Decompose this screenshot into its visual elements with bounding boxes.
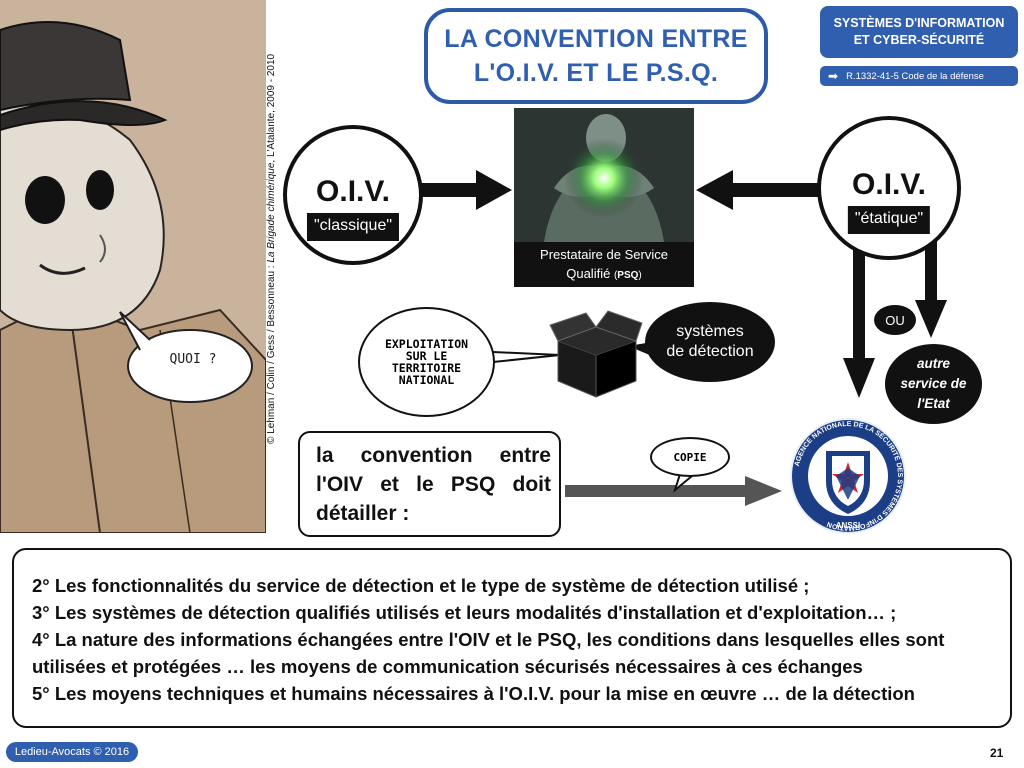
oiv-classique-node: O.I.V. "classique" (283, 125, 423, 265)
page-number: 21 (990, 746, 1004, 760)
systemes-line-1: systèmes (676, 323, 744, 340)
anssi-logo: AGENCE NATIONALE DE LA SÉCURITÉ DES SYST… (778, 416, 918, 536)
psq-illustration (514, 108, 694, 242)
title-line-2: L'O.I.V. ET LE P.S.Q. (473, 59, 719, 87)
slide-title: LA CONVENTION ENTRE L'O.I.V. ET LE P.S.Q… (424, 8, 768, 104)
exploitation-line-2: SUR LE (405, 349, 448, 363)
psq-caption: Prestataire de Service Qualifié (PSQ) (514, 242, 694, 287)
arrow-head-oiv-etatique (696, 170, 733, 210)
psq-abbreviation: PSQ (617, 270, 639, 281)
arrow-copie-to-anssi (565, 485, 748, 497)
arrow-oiv-etatique-to-psq (730, 183, 818, 197)
psq-paren-open: ( (613, 270, 618, 281)
arrow-right-icon: ➡ (828, 69, 839, 83)
copie-bubble-tail (673, 473, 693, 493)
arrow-oiv-to-anssi (853, 248, 865, 360)
psq-figure-drawing (514, 108, 694, 242)
convention-line-1: la convention entre (316, 444, 551, 467)
arrow-head-to-autre-service (915, 300, 947, 338)
arrow-head-copie (745, 476, 782, 506)
psq-qualifie-text: Qualifié (566, 266, 611, 281)
arrow-head-to-anssi (843, 358, 875, 398)
legal-reference-badge: ➡ R.1332-41-5 Code de la défense (820, 66, 1018, 86)
systemes-line-2: de détection (666, 343, 754, 360)
psq-paren-close: ) (638, 270, 642, 281)
arrow-oiv-to-autre-service (925, 240, 937, 302)
oiv-etatique-node: O.I.V. "étatique" (817, 116, 961, 260)
topic-badge: SYSTÈMES D'INFORMATION ET CYBER-SÉCURITÉ (820, 6, 1018, 58)
autre-line-2: service de (900, 376, 967, 391)
title-line-1: LA CONVENTION ENTRE (444, 25, 748, 53)
convention-line-2: l'OIV et le PSQ doit (316, 473, 551, 496)
comic-character-drawing (0, 0, 266, 533)
convention-box: la convention entre l'OIV et le PSQ doit… (298, 431, 561, 537)
exploitation-line-4: NATIONAL (398, 373, 455, 387)
details-list-box: 2° Les fonctionnalités du service de dét… (12, 548, 1012, 728)
ou-label: OU (874, 305, 916, 335)
detail-item-2: 2° Les fonctionnalités du service de dét… (32, 575, 810, 596)
oiv-etatique-label: O.I.V. (852, 168, 926, 201)
detail-item-4b: utilisées et protégées … les moyens de c… (32, 656, 863, 677)
autre-line-1: autre (916, 356, 950, 371)
detail-item-4a: 4° La nature des informations échangées … (32, 629, 945, 650)
convention-line-3: détailler : (316, 502, 410, 525)
autre-line-3: l'Etat (917, 396, 950, 411)
detail-item-3: 3° Les systèmes de détection qualifiés u… (32, 602, 897, 623)
detail-item-5: 5° Les moyens techniques et humains néce… (32, 683, 915, 704)
arrow-head-oiv-classique (476, 170, 512, 210)
systemes-detection-bubble: systèmes de détection (645, 302, 775, 382)
copie-speech-bubble: COPIE (650, 437, 730, 477)
topic-badge-line-1: SYSTÈMES D'INFORMATION (833, 16, 1005, 30)
anssi-seal-icon: AGENCE NATIONALE DE LA SÉCURITÉ DES SYST… (790, 418, 906, 534)
comic-speech-text: QUOI ? (169, 352, 217, 367)
legal-reference-text: R.1332-41-5 Code de la défense (846, 70, 984, 82)
anssi-label: ANSSI (836, 521, 860, 530)
oiv-classique-label: O.I.V. (316, 175, 390, 208)
exploitation-line-1: EXPLOITATION (384, 337, 469, 351)
exploitation-line-3: TERRITOIRE (391, 361, 462, 375)
topic-badge-line-2: ET CYBER-SÉCURITÉ (853, 33, 985, 47)
comic-illustration: QUOI ? (0, 0, 266, 533)
footer-copyright: Ledieu-Avocats © 2016 (6, 742, 138, 762)
oiv-classique-tag: "classique" (306, 213, 400, 241)
psq-caption-line-1: Prestataire de Service (540, 247, 668, 262)
autre-service-etat-node: autre service de l'Etat (885, 344, 982, 424)
psq-caption-line-2: Qualifié (PSQ) (514, 264, 694, 285)
exploitation-speech-bubble: EXPLOITATION SUR LE TERRITOIRE NATIONAL (358, 307, 495, 417)
oiv-etatique-tag: "étatique" (847, 206, 931, 234)
black-box-icon (549, 310, 643, 398)
arrow-oiv-classique-to-psq (421, 183, 479, 197)
